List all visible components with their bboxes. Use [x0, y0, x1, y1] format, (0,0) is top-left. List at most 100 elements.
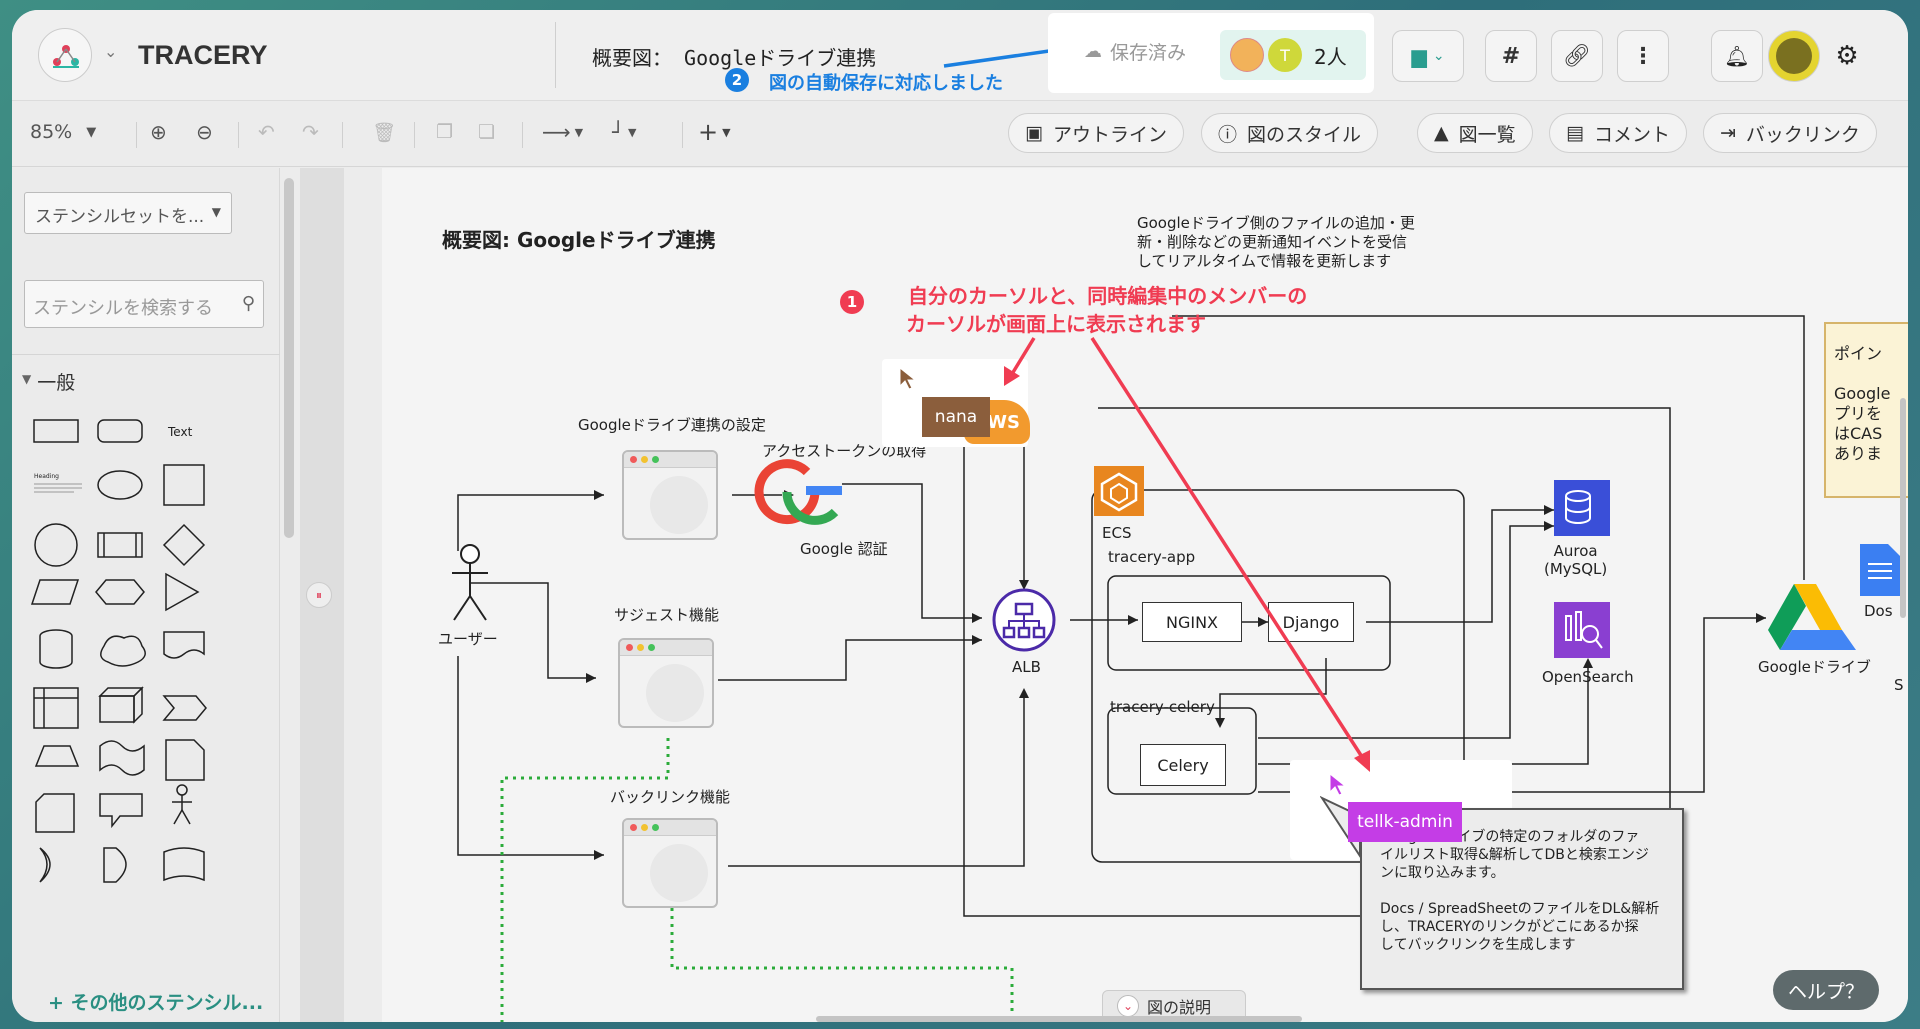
tab-diagram-list[interactable]: ▲図一覧: [1417, 113, 1533, 153]
more-stencils-label: その他のステンシル...: [70, 992, 264, 1014]
sidebar-collapse-handle[interactable]: ⏸: [306, 582, 332, 608]
outline-icon: ▣: [1025, 122, 1043, 144]
help-button[interactable]: ヘルプ？: [1773, 970, 1879, 1010]
description-tab-label: 図の説明: [1147, 998, 1212, 1017]
app-title: TRACERY: [138, 40, 268, 70]
user-actor-icon: [452, 544, 488, 621]
nginx-node[interactable]: NGINX: [1142, 602, 1242, 642]
stencil-shape-grid[interactable]: Text Heading: [24, 410, 224, 940]
insert-button[interactable]: +▼: [698, 118, 731, 146]
slack-icon: #: [1501, 43, 1521, 69]
undo-button[interactable]: ↶: [258, 118, 275, 146]
export-dropdown-button[interactable]: ▆⌄: [1392, 30, 1464, 82]
tab-outline[interactable]: ▣ アウトライン: [1008, 113, 1184, 153]
redo-button[interactable]: ↷: [302, 118, 319, 146]
chevron-down-icon: ▼: [574, 125, 584, 139]
more-menu-button[interactable]: ⋮: [1617, 30, 1669, 82]
bring-front-button[interactable]: ❐: [436, 118, 453, 146]
document-title[interactable]: 概要図： Googleドライブ連携: [592, 46, 877, 70]
zoom-in-button[interactable]: ⊕: [150, 118, 167, 146]
tab-label: 図のスタイル: [1247, 123, 1362, 146]
more-stencils-link[interactable]: + その他のステンシル...: [48, 988, 263, 1015]
stencil-sidebar: ステンシルセットを...▼ ステンシルを検索する⚲ ▼一般: [12, 168, 294, 1022]
search-icon: ⚲: [241, 293, 255, 314]
point-line: Google: [1834, 384, 1891, 403]
diagram-canvas[interactable]: 概要図: Googleドライブ連携 Googleドライブ側のファイルの追加・更 …: [382, 168, 1908, 1022]
logo-menu-chevron-icon[interactable]: ⌄: [104, 42, 118, 61]
celery-node[interactable]: Celery: [1140, 744, 1226, 786]
label-user: ユーザー: [438, 630, 498, 648]
save-status: ☁ 保存済み: [1084, 38, 1186, 65]
point-line: プリを: [1834, 404, 1883, 423]
tab-label: 図一覧: [1458, 123, 1516, 146]
cursor-nana-text: nana: [934, 407, 978, 427]
tab-diagram-style[interactable]: ⓘ 図のスタイル: [1201, 113, 1379, 153]
section-general-header[interactable]: ▼一般: [22, 368, 75, 395]
django-node[interactable]: Django: [1268, 602, 1354, 642]
point-line: ありま: [1834, 444, 1883, 463]
stencil-search-input[interactable]: ステンシルを検索する⚲: [24, 280, 264, 328]
settings-button[interactable]: ⚙: [1821, 30, 1873, 82]
app-logo[interactable]: [38, 28, 92, 82]
gear-icon: ⚙: [1835, 41, 1859, 71]
point-line: はCAS: [1834, 424, 1883, 443]
google-g-icon: [754, 459, 842, 525]
zoom-out-button[interactable]: ⊖: [196, 118, 213, 146]
gdrive-setting-app-icon[interactable]: [622, 450, 718, 540]
vertical-scrollbar[interactable]: [1900, 398, 1906, 618]
tab-backlinks[interactable]: ⇥バックリンク: [1703, 113, 1877, 153]
stencil-set-select[interactable]: ステンシルセットを...▼: [24, 192, 232, 234]
tab-label: アウトライン: [1052, 123, 1167, 146]
cursor-annotation-line1: 自分のカーソルと、同時編集中のメンバーの: [908, 284, 1308, 308]
aurora-icon: [1554, 480, 1610, 536]
note-line: ンに取り込みます。: [1380, 865, 1505, 881]
label-gdrive-setting: Googleドライブ連携の設定: [578, 416, 766, 434]
ecs-icon: [1094, 466, 1144, 516]
section-divider: [12, 354, 280, 355]
annotation-badge-1: 1: [840, 290, 864, 314]
zoom-level-select[interactable]: 85%▼: [30, 118, 96, 146]
suggest-app-icon[interactable]: [618, 638, 714, 728]
link-button[interactable]: 🔗︎: [1551, 30, 1603, 82]
tab-comments[interactable]: ▤コメント: [1549, 113, 1687, 153]
slack-button[interactable]: #: [1485, 30, 1537, 82]
label-tracery-celery: tracery-celery: [1110, 698, 1215, 716]
label-google-auth: Google 認証: [800, 540, 888, 558]
arrow-right-icon: ⟶: [542, 120, 571, 144]
user-avatar-button[interactable]: [1768, 30, 1820, 82]
label-s: S: [1894, 676, 1904, 694]
point-line: ポイン: [1834, 344, 1883, 363]
notification-button[interactable]: 🔔︎: [1711, 30, 1763, 82]
send-back-button[interactable]: ❏: [478, 118, 495, 146]
bell-icon: 🔔︎: [1724, 44, 1750, 68]
cursor-tellk-text: tellk-admin: [1357, 812, 1453, 832]
waypoint-style-button[interactable]: ┘▼: [612, 118, 637, 146]
header-bar: ⌄ TRACERY 概要図： Googleドライブ連携 2 図の自動保存に対応し…: [12, 10, 1908, 101]
delete-button[interactable]: 🗑︎: [372, 118, 396, 146]
label-gdrive: Googleドライブ: [1758, 658, 1871, 676]
sidebar-scrollbar[interactable]: [284, 178, 294, 538]
note-line: してリアルタイムで情報を更新します: [1137, 252, 1392, 270]
members-indicator[interactable]: T 2人: [1220, 30, 1366, 80]
file-export-icon: ▆: [1411, 44, 1427, 68]
chevron-down-icon: ▼: [628, 125, 637, 139]
toolbar-separator: [522, 122, 523, 148]
horizontal-scrollbar[interactable]: [816, 1016, 1302, 1022]
chevron-down-icon: ⌄: [1432, 48, 1445, 64]
zoom-level: 85%: [30, 121, 73, 143]
caret-down-icon: ▼: [22, 372, 32, 386]
annotation-badge-2: 2: [725, 68, 749, 92]
bring-front-icon: ❐: [436, 121, 454, 143]
cloud-check-icon: ☁: [1084, 41, 1102, 62]
trash-icon: 🗑︎: [372, 121, 397, 144]
link-icon: 🔗︎: [1563, 43, 1591, 69]
django-label: Django: [1282, 612, 1340, 632]
label-aurora: Auroa (MySQL): [1544, 542, 1608, 578]
tracery-logo-icon: [53, 45, 79, 68]
elbow-connector-icon: ┘: [612, 120, 625, 144]
label-opensearch: OpenSearch: [1542, 668, 1634, 686]
backlink-app-icon[interactable]: [622, 818, 718, 908]
info-icon: ⓘ: [1218, 123, 1238, 146]
connector-style-button[interactable]: ⟶▼: [542, 118, 583, 146]
google-drive-icon: [1768, 584, 1856, 650]
